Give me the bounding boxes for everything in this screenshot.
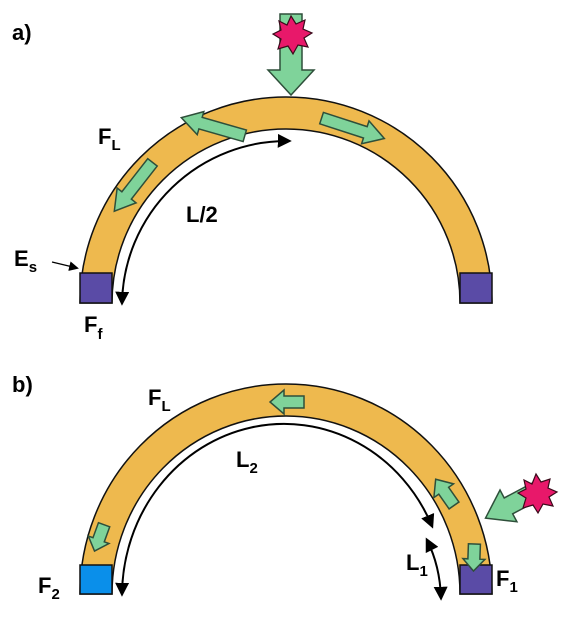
panel-a-right-end-cap xyxy=(459,272,493,304)
panel-b-right-end-label: F1 xyxy=(496,566,518,596)
panel-b-force-label: FL xyxy=(148,385,171,415)
panel-a-arch xyxy=(79,96,493,304)
panel-b-long-label: L2 xyxy=(236,447,258,477)
panel-a-force-label: FL xyxy=(98,124,121,154)
panel-b-short-label: L1 xyxy=(406,550,428,580)
panel-b-guided-arrow-top-icon xyxy=(268,388,305,416)
panel-b-left-end-cap xyxy=(79,564,113,595)
panel-a-guided-arrow-right-icon xyxy=(318,111,386,145)
panel-b-long-arc-icon xyxy=(115,422,435,597)
panel-b-arch xyxy=(79,383,493,595)
panel-a: a) FL L/2 Es Ff xyxy=(12,13,493,343)
panel-a-label: a) xyxy=(12,20,32,45)
panel-b-left-end-label: F2 xyxy=(38,573,60,603)
panel-a-left-end-cap xyxy=(79,272,113,304)
panel-b-label: b) xyxy=(12,372,33,397)
panel-a-starburst-icon xyxy=(271,14,314,56)
panel-a-length-label: L/2 xyxy=(186,202,218,227)
panel-b-short-arc-icon xyxy=(425,537,448,601)
panel-b: b) FL L2 L1 F2 F1 xyxy=(12,372,559,603)
panel-a-length-arc-icon xyxy=(115,133,292,306)
panel-b-starburst-icon xyxy=(516,472,559,515)
panel-a-edge-pointer-icon xyxy=(51,261,79,271)
panel-b-guided-arrow-right-lower-icon xyxy=(461,543,487,573)
panel-b-guided-arrow-right-upper-icon xyxy=(432,478,460,510)
panel-a-end-label: Ff xyxy=(84,312,103,343)
panel-a-edge-label: Es xyxy=(14,246,37,276)
panel-b-guided-arrow-left-icon xyxy=(86,521,111,553)
